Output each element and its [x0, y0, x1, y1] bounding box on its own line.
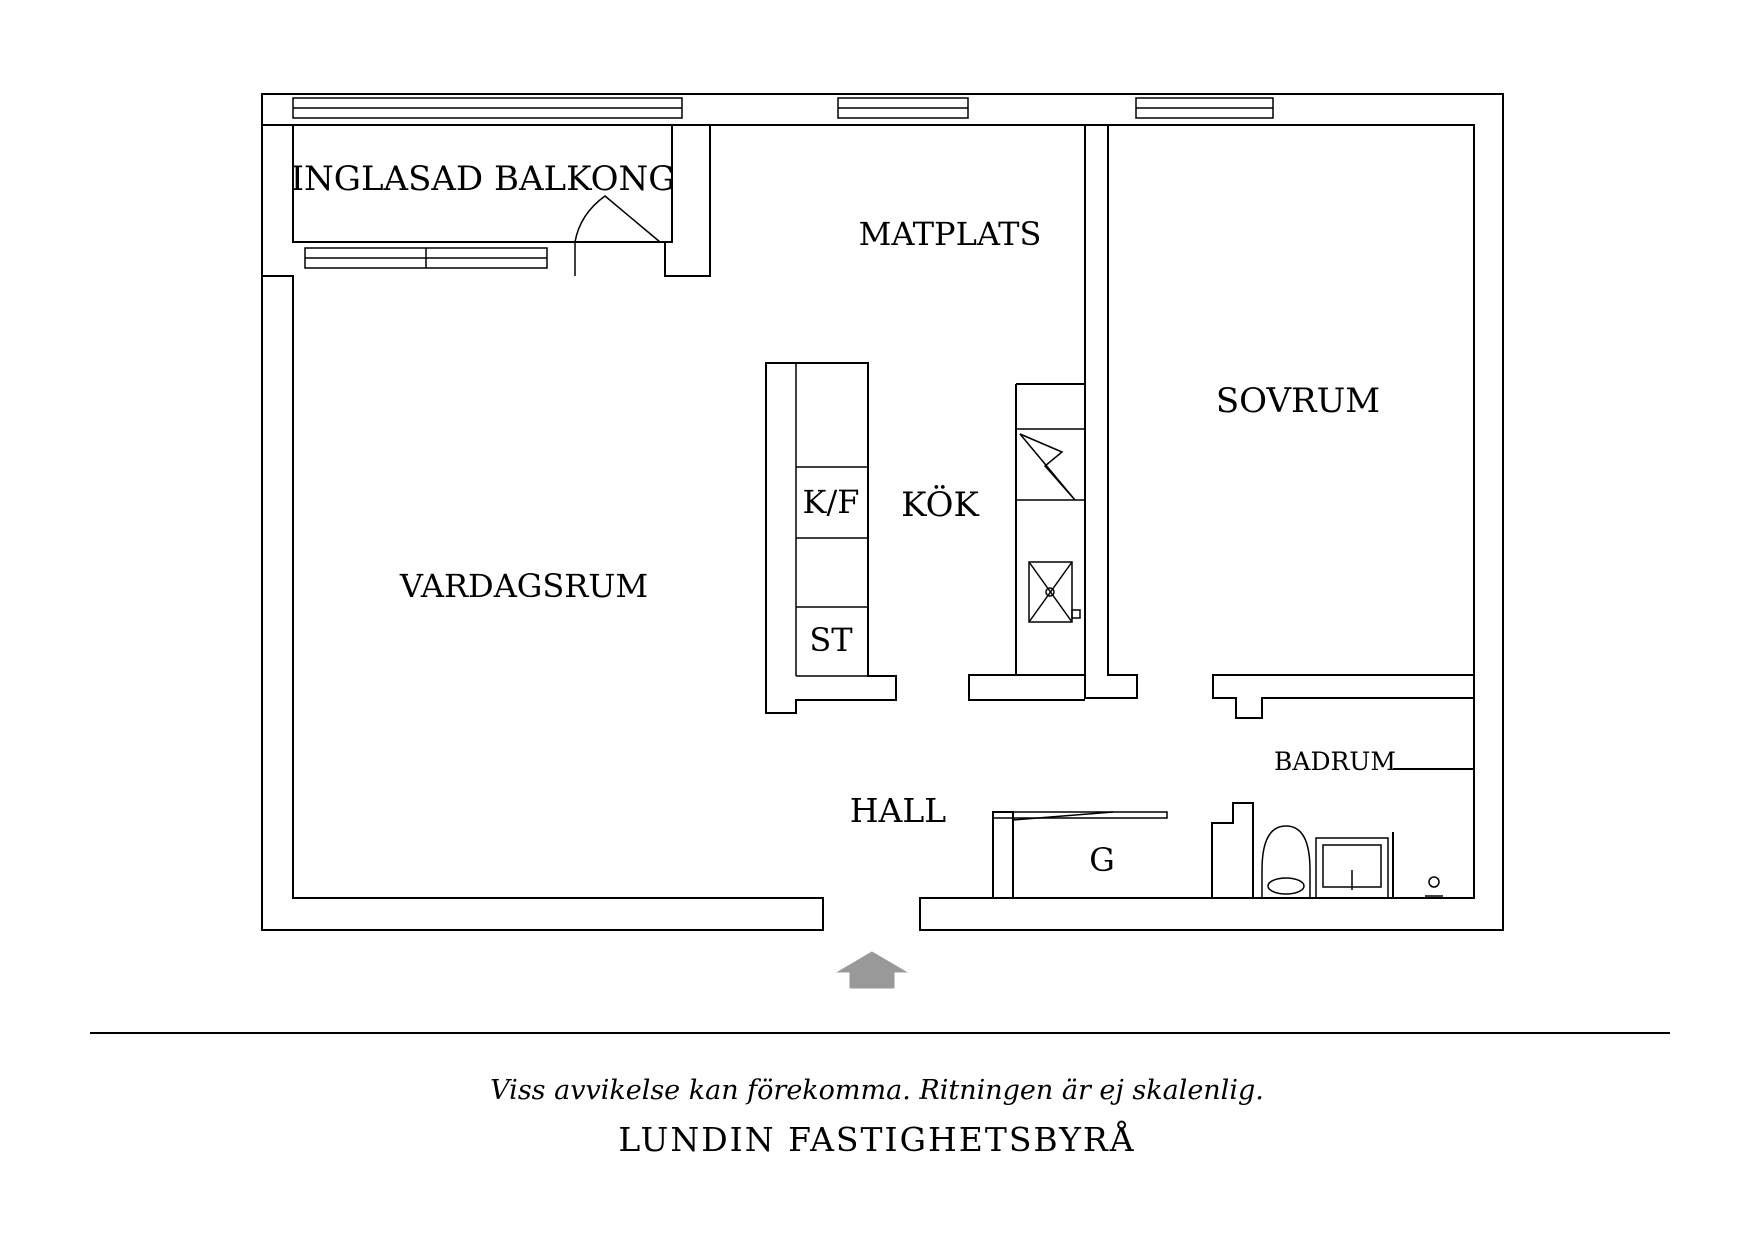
room-label-g: G	[1089, 841, 1115, 879]
room-label-vardagsrum: VARDAGSRUM	[399, 567, 648, 605]
bathroom-fixtures	[1261, 768, 1474, 899]
room-label-kf: K/F	[803, 483, 860, 521]
entrance-arrow-icon	[836, 951, 908, 989]
disclaimer-text: Viss avvikelse kan förekomma. Ritningen …	[490, 1075, 1264, 1106]
brand-name: LUNDIN FASTIGHETSBYRÅ	[618, 1120, 1136, 1159]
balcony	[292, 97, 711, 277]
room-label-kok: KÖK	[901, 484, 979, 525]
room-label-hall: HALL	[850, 791, 947, 830]
room-label-badrum: BADRUM	[1274, 747, 1396, 776]
kitchen-counter	[968, 383, 1086, 701]
room-label-sovrum: SOVRUM	[1216, 381, 1380, 421]
room-label-balkong: INGLASAD BALKONG	[291, 159, 676, 199]
windows	[837, 97, 1274, 119]
room-label-matplats: MATPLATS	[859, 215, 1042, 253]
footer-divider	[90, 1032, 1670, 1034]
outer-walls	[261, 93, 1504, 931]
room-label-st: ST	[809, 621, 853, 659]
interior-walls	[710, 124, 1475, 898]
kitchen-island	[765, 362, 897, 714]
storage-g	[992, 811, 1168, 898]
